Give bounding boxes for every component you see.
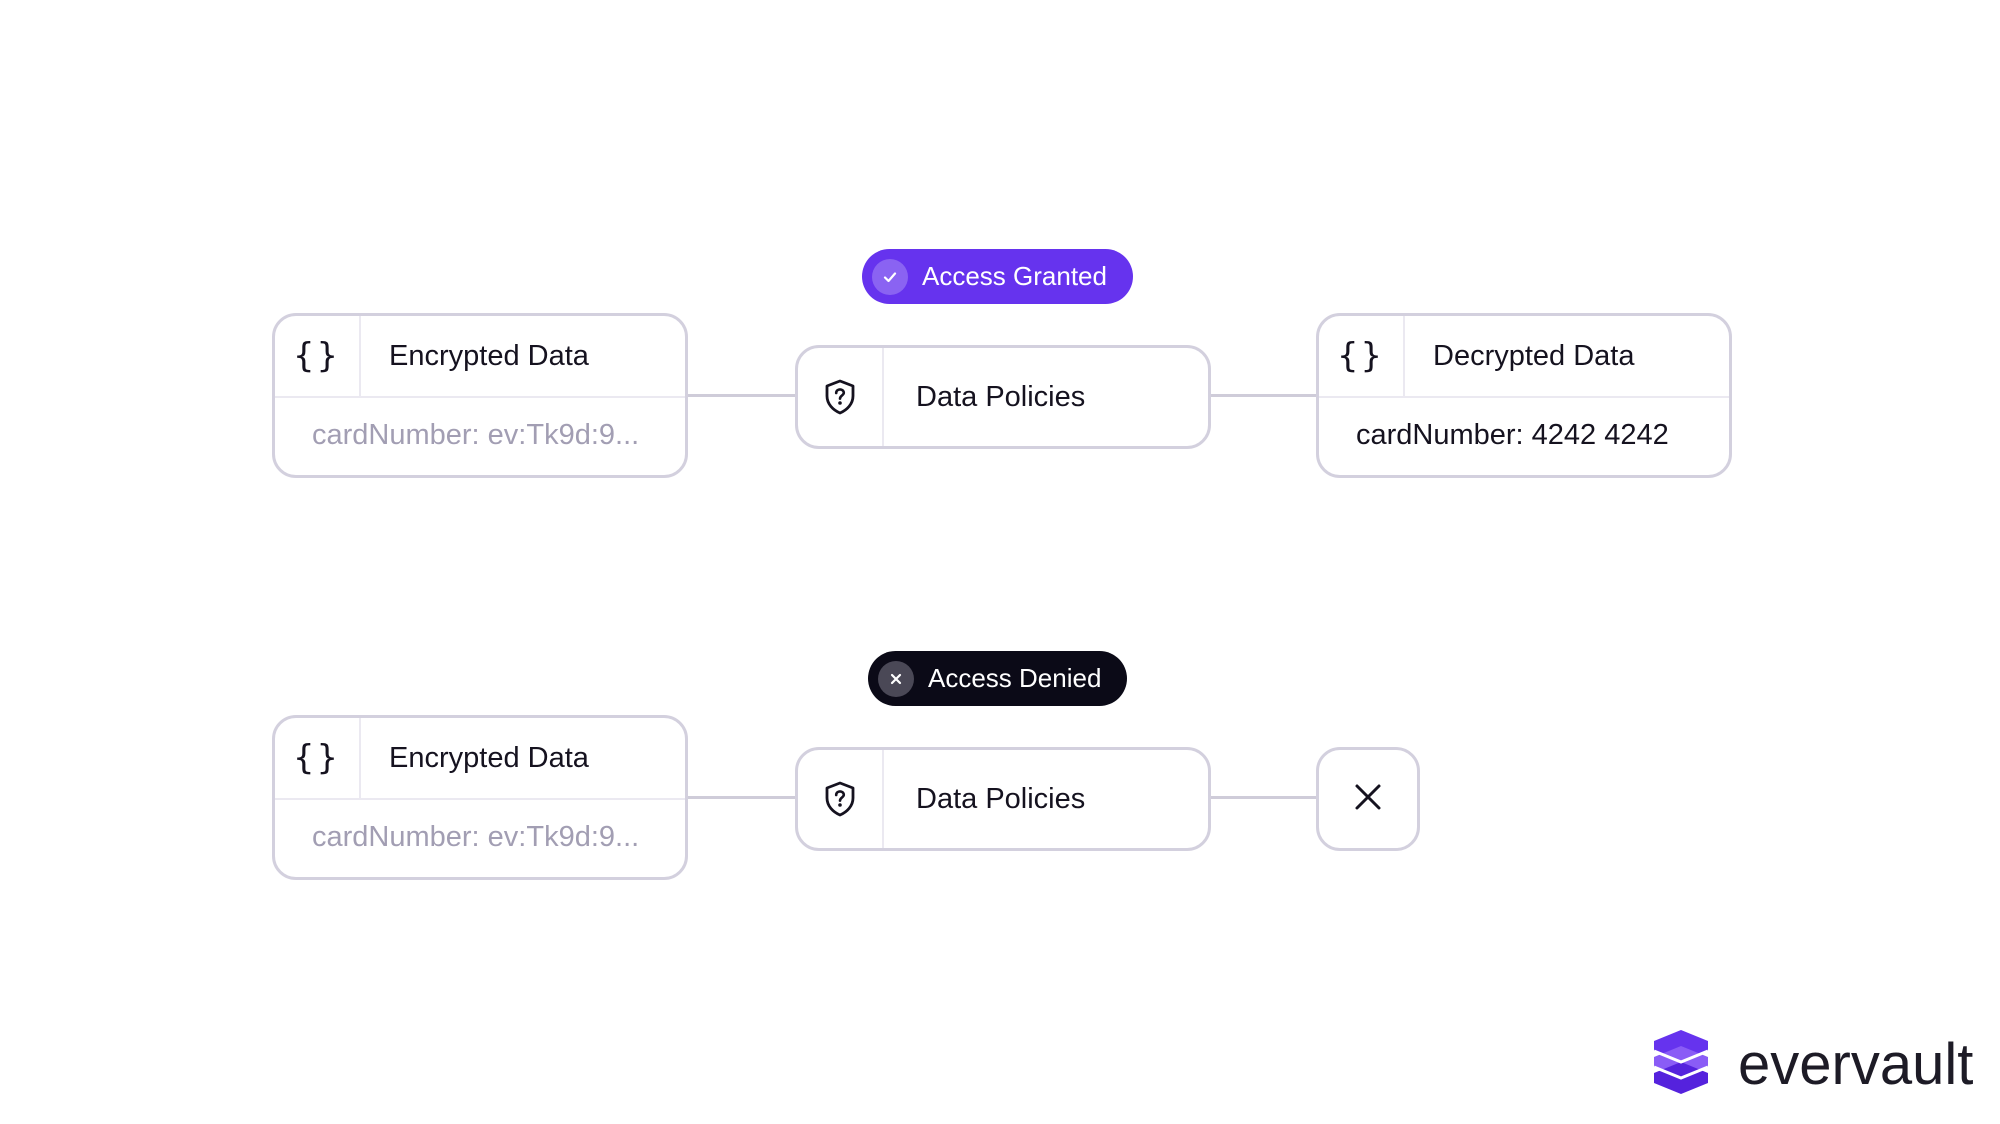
card-title: Encrypted Data	[389, 340, 589, 372]
check-icon	[872, 258, 908, 295]
badge-label: Access Denied	[928, 663, 1102, 693]
connector-line	[688, 796, 796, 799]
card-header: {} Encrypted Data	[275, 718, 685, 800]
evervault-logo-mark	[1648, 1026, 1714, 1103]
shield-question-icon	[798, 750, 884, 848]
braces-icon: {}	[275, 718, 361, 798]
card-title: Decrypted Data	[1433, 340, 1635, 372]
shield-question-icon	[798, 348, 884, 446]
braces-icon: {}	[275, 316, 361, 396]
card-value: cardNumber: 4242 4242	[1356, 419, 1669, 451]
connector-line	[688, 394, 796, 397]
brand-wordmark: evervault	[1738, 1031, 1974, 1097]
data-policies-card: Data Policies	[795, 747, 1211, 851]
card-title: Data Policies	[916, 783, 1086, 815]
card-value: cardNumber: ev:Tk9d:9...	[312, 419, 640, 451]
access-denied-badge: Access Denied	[868, 651, 1128, 706]
braces-icon: {}	[1319, 316, 1405, 396]
connector-line	[1208, 394, 1316, 397]
connector-line	[1208, 796, 1316, 799]
card-header: {} Encrypted Data	[275, 316, 685, 398]
encrypted-data-card: {} Encrypted Data cardNumber: ev:Tk9d:9.…	[272, 715, 688, 880]
card-title: Encrypted Data	[389, 742, 589, 774]
access-granted-badge: Access Granted	[862, 249, 1133, 304]
evervault-logo: evervault	[1648, 1024, 1973, 1104]
x-icon	[1353, 782, 1383, 817]
card-value: cardNumber: ev:Tk9d:9...	[312, 821, 640, 853]
card-header: {} Decrypted Data	[1319, 316, 1729, 398]
encrypted-data-card: {} Encrypted Data cardNumber: ev:Tk9d:9.…	[272, 313, 688, 478]
access-granted-flow: {} Encrypted Data cardNumber: ev:Tk9d:9.…	[0, 245, 2000, 485]
decrypted-data-card: {} Decrypted Data cardNumber: 4242 4242	[1316, 313, 1732, 478]
access-denied-flow: {} Encrypted Data cardNumber: ev:Tk9d:9.…	[0, 647, 2000, 887]
x-icon	[878, 660, 914, 697]
badge-label: Access Granted	[922, 261, 1107, 291]
data-policies-card: Data Policies	[795, 345, 1211, 449]
card-title: Data Policies	[916, 381, 1086, 413]
denied-result-card	[1316, 747, 1420, 851]
